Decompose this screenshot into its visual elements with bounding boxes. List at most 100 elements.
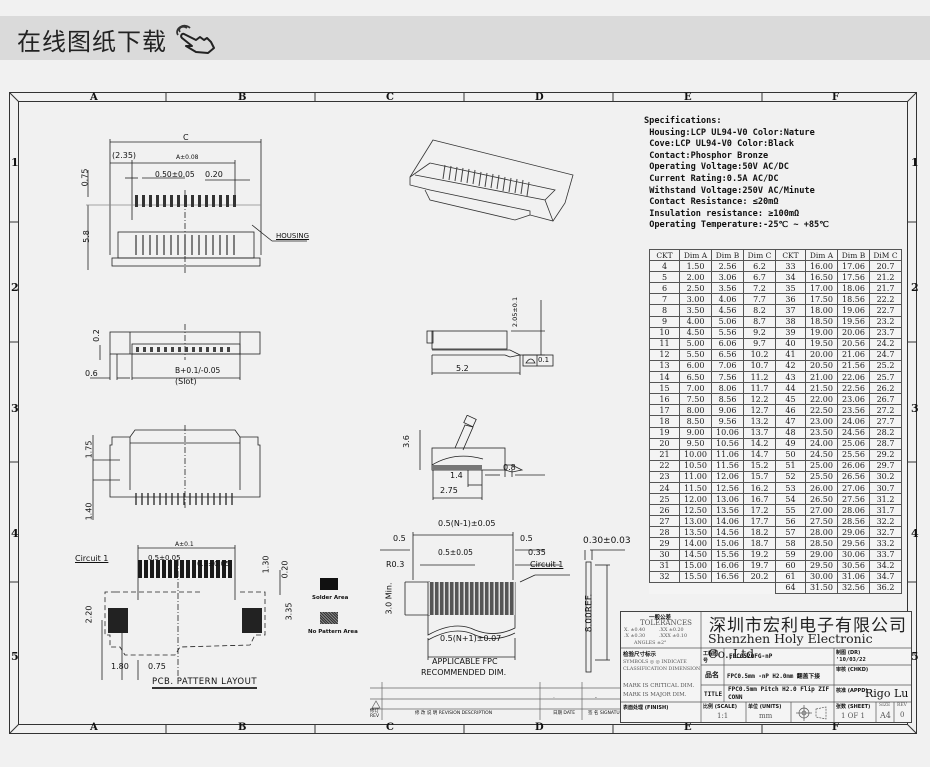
grid-col-c-bottom: C <box>386 722 394 733</box>
table-cell: 10.2 <box>743 348 776 361</box>
table-cell: 10 <box>649 326 680 339</box>
table-cell: 3.06 <box>711 271 744 284</box>
title-block-grid <box>621 612 911 722</box>
table-cell: 17 <box>649 404 680 417</box>
bottom-view-drawing <box>92 425 261 520</box>
pcb-circuit-1: Circuit 1 <box>75 554 109 563</box>
spec-line: Insulation resistance: ≥100mΩ <box>649 208 800 219</box>
table-cell: 30.06 <box>837 548 870 561</box>
col-header: Dim C <box>743 248 776 262</box>
table-cell: 30.2 <box>869 470 902 483</box>
grid-row-1-right: 1 <box>911 156 919 169</box>
table-cell: 14.06 <box>711 515 744 528</box>
table-cell: 8.00 <box>679 404 712 417</box>
table-cell: 12.7 <box>743 404 776 417</box>
table-cell: 31.06 <box>837 570 870 583</box>
table-cell: 22.50 <box>805 404 838 417</box>
table-cell: 25.06 <box>837 437 870 450</box>
pcb-layout-title: PCB. PATTERN LAYOUT <box>152 677 258 689</box>
table-cell: 17.2 <box>743 504 776 517</box>
grid-col-c: C <box>386 92 394 103</box>
table-cell: 2.50 <box>679 282 712 295</box>
spec-line: Operating Voltage:50V AC/DC <box>649 162 789 173</box>
table-cell: 8.50 <box>679 415 712 428</box>
revision-block <box>370 682 620 720</box>
table-cell: 9.50 <box>679 437 712 450</box>
table-cell: 12.06 <box>711 470 744 483</box>
table-cell: 14.56 <box>711 526 744 539</box>
spec-line: Current Rating:0.5A AC/DC <box>649 173 779 184</box>
table-cell: 14.7 <box>743 448 776 461</box>
table-cell: 23.00 <box>805 415 838 428</box>
grid-col-b: B <box>238 92 247 103</box>
table-cell: 25 <box>649 493 680 506</box>
dim-a-top: A±0.08 <box>176 154 199 161</box>
table-cell: 16.2 <box>743 481 776 495</box>
spec-line: Contact Resistance: ≤20mΩ <box>649 197 779 208</box>
grid-row-3: 3 <box>11 402 19 415</box>
table-cell: 26.56 <box>837 470 870 483</box>
table-cell: 20.50 <box>805 359 838 373</box>
title-block: 一般公差 TOLERANCES X. ±0.40 .XX ±0.20 .X ±0… <box>620 611 912 723</box>
table-cell: 32 <box>649 570 680 583</box>
side-view-drawing <box>426 300 554 375</box>
table-cell: 9.00 <box>679 426 712 439</box>
rev-sign-value: - <box>595 695 597 701</box>
table-cell: 31.7 <box>869 504 902 517</box>
dim-0-8: 0.8 <box>503 463 516 472</box>
fpc-width-total: 0.5(N+1)±0.07 <box>440 634 502 643</box>
table-cell: 48 <box>775 426 806 439</box>
table-cell: 28 <box>649 526 680 539</box>
product-name-label: 品名 <box>705 671 719 679</box>
table-cell: 4 <box>649 260 680 273</box>
table-cell: 33.7 <box>869 548 902 561</box>
pcb-pitch: 0.5±0.05 <box>148 554 181 562</box>
table-cell: 28.50 <box>805 537 838 550</box>
dim-0-6: 0.6 <box>85 369 98 378</box>
table-cell: 8.06 <box>711 382 744 395</box>
pointing-hand-icon[interactable] <box>174 24 220 54</box>
table-cell: 43 <box>775 371 806 384</box>
table-cell: 35 <box>775 282 806 295</box>
table-cell: 30.00 <box>805 570 838 583</box>
spec-line: Housing:LCP UL94-V0 Color:Nature <box>649 127 815 138</box>
table-cell: 27.50 <box>805 515 838 528</box>
table-cell: 8.56 <box>711 393 744 406</box>
table-cell: 21.00 <box>805 371 838 384</box>
fpc-circuit-1: Circuit 1 <box>530 560 564 569</box>
dim-pitch-top: 0.50±0.05 <box>155 170 195 179</box>
table-cell: 24 <box>649 481 680 495</box>
table-cell: 36.2 <box>869 581 902 594</box>
table-cell: 50 <box>775 448 806 461</box>
approved-by: Rigo Lu <box>865 687 909 700</box>
table-cell: 13.56 <box>711 504 744 517</box>
table-cell: 16.06 <box>711 559 744 572</box>
tolerance-x: X. ±0.40 <box>624 628 646 633</box>
drawn-label: 制图 (DR) <box>836 650 861 656</box>
table-cell: 29.06 <box>837 526 870 539</box>
table-cell: 28.00 <box>805 526 838 539</box>
grid-col-f-bottom: F <box>832 722 840 733</box>
table-cell: 61 <box>775 570 806 583</box>
table-cell: 8.7 <box>743 315 776 328</box>
table-cell: 25.56 <box>837 448 870 461</box>
table-cell: 12 <box>649 348 680 361</box>
table-cell: 32.56 <box>837 581 870 594</box>
fpc-caption-1: APPLICABLE FPC <box>432 657 498 666</box>
grid-row-3-right: 3 <box>911 402 919 415</box>
table-cell: 22.06 <box>837 371 870 384</box>
grid-col-d: D <box>535 92 544 103</box>
table-cell: 19 <box>649 426 680 439</box>
flatness-value: 0.1 <box>538 356 550 364</box>
table-cell: 10.56 <box>711 437 744 450</box>
